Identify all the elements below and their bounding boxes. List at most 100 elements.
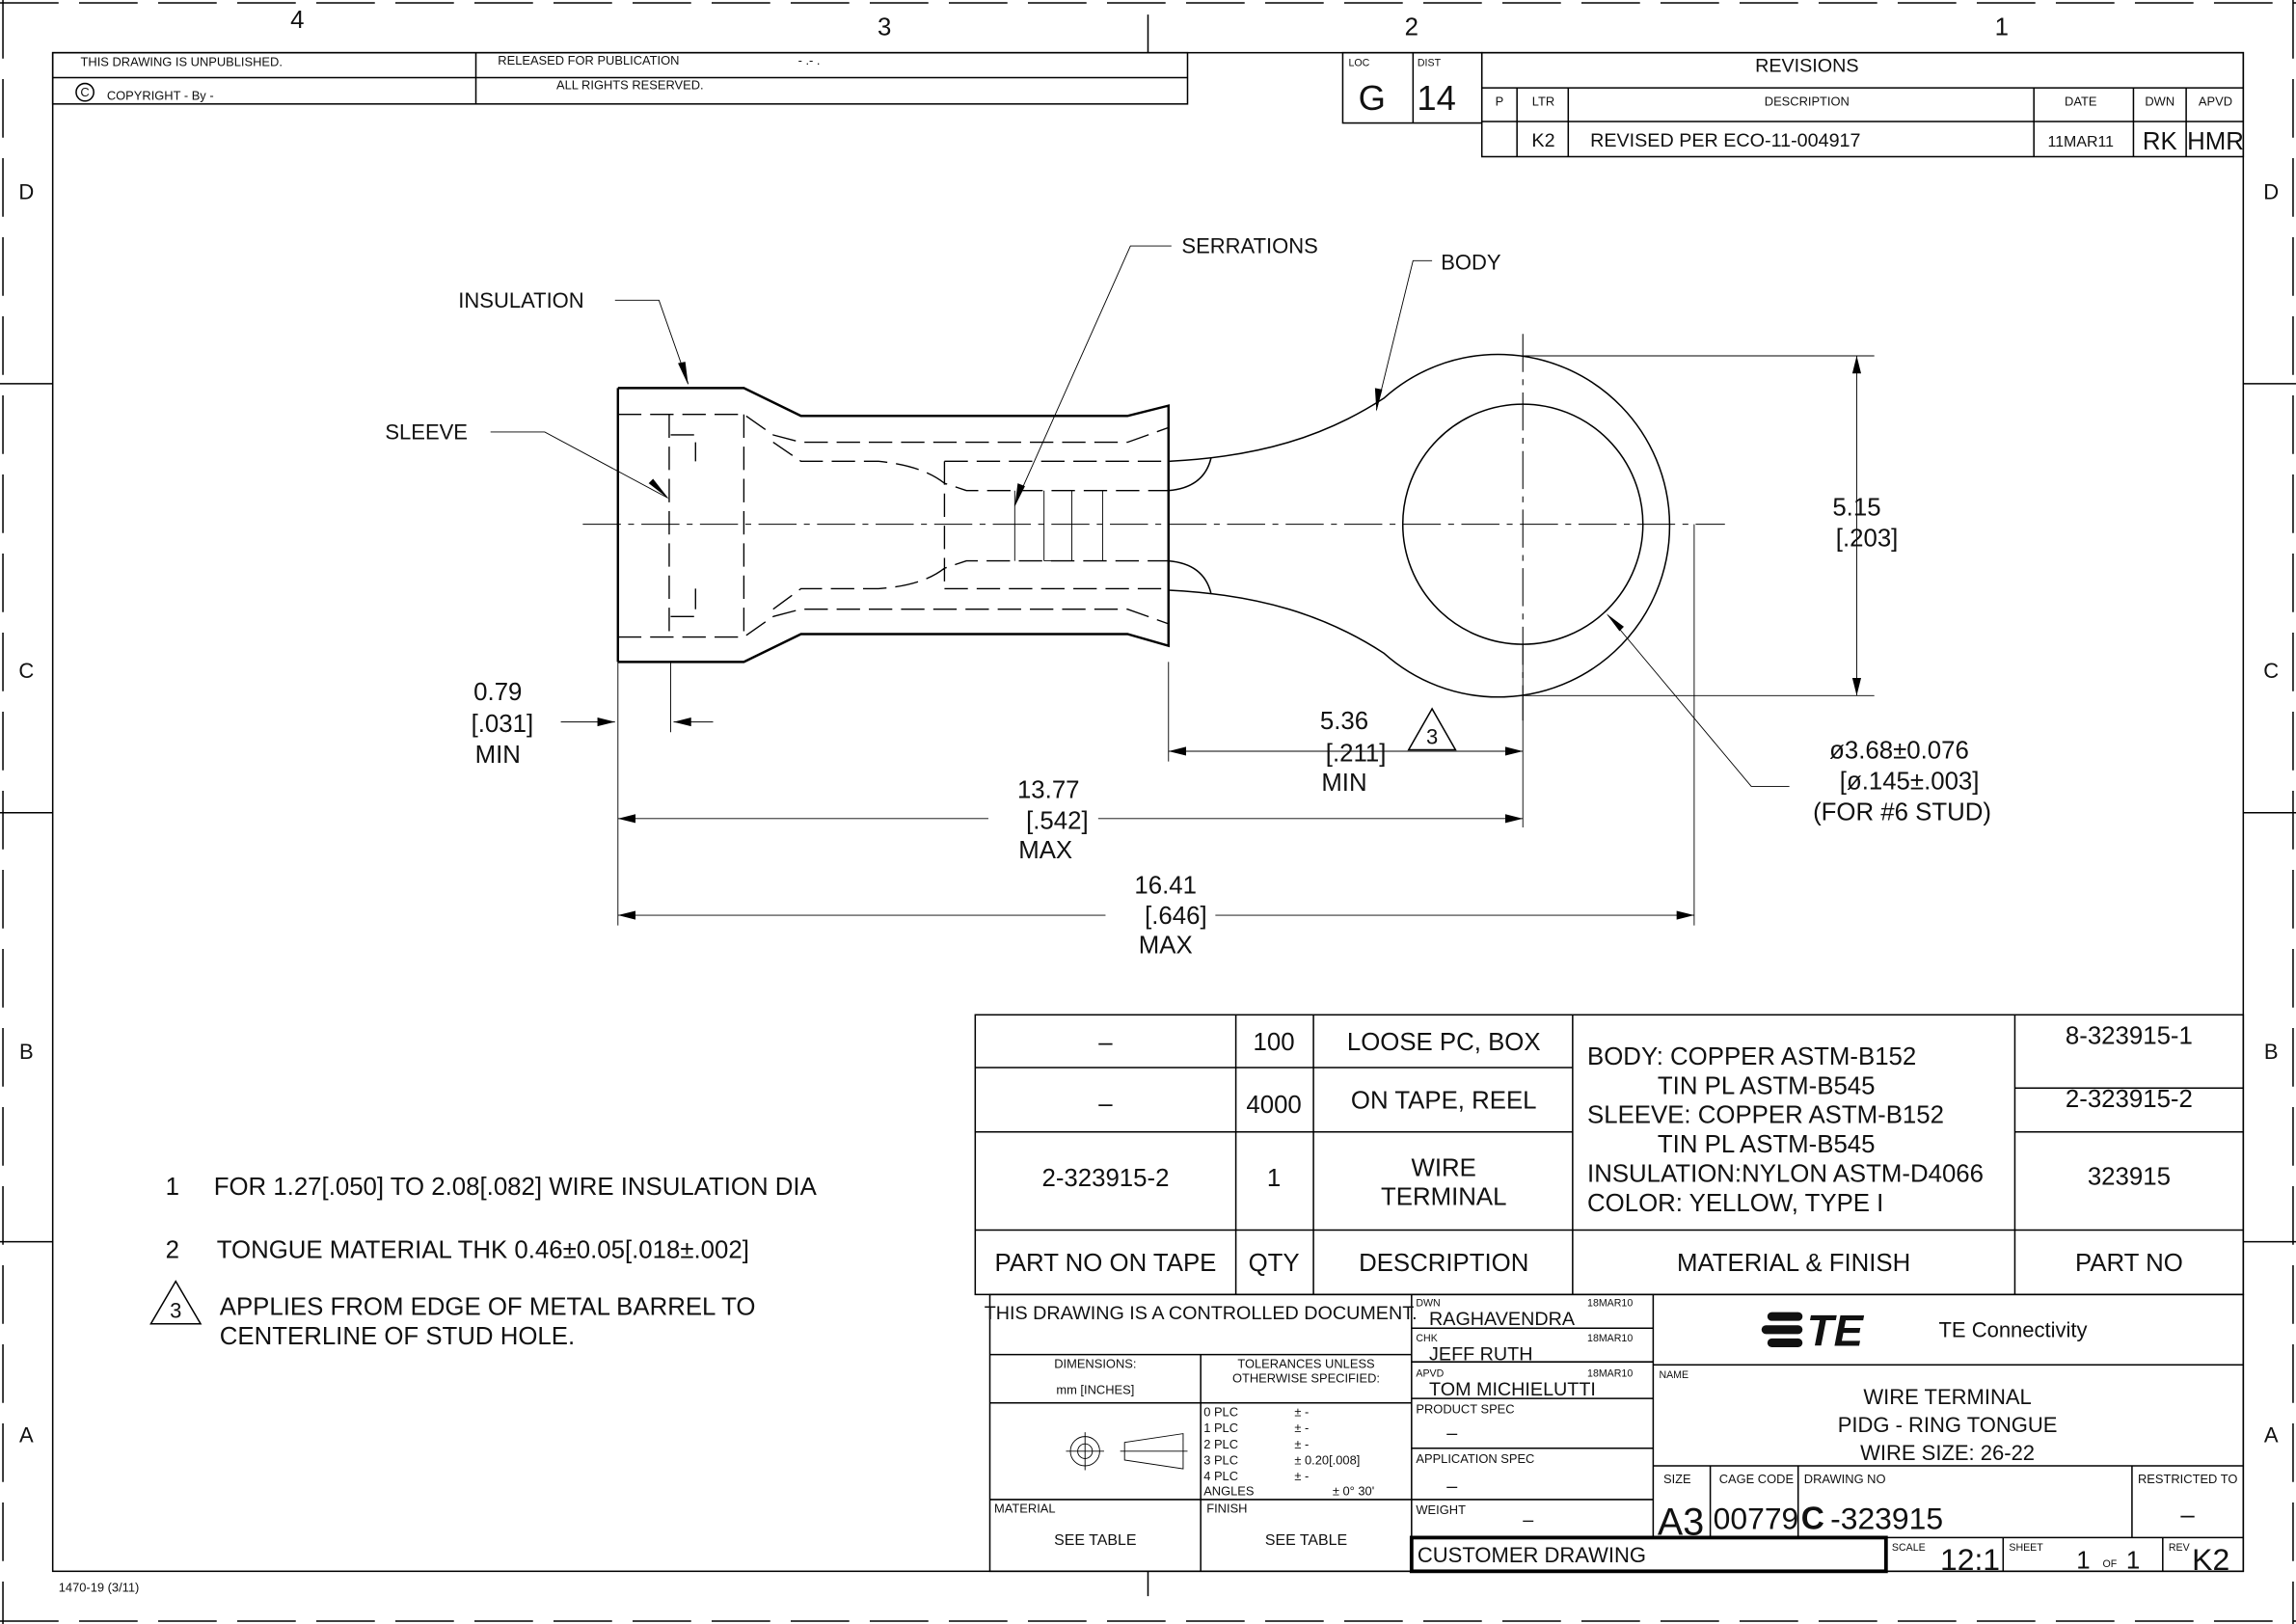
weight-label: WEIGHT [1416,1502,1466,1517]
note-1-num: 1 [166,1174,179,1201]
released-text: RELEASED FOR PUBLICATION [498,53,679,68]
header-part-no-on-tape: PART NO ON TAPE [995,1250,1217,1277]
note-2-text: TONGUE MATERIAL THK 0.46±0.05[.018±.002] [217,1236,749,1263]
sheet-total: 1 [2126,1547,2140,1574]
zone-labels: 4 3 2 1 D C B A D C B A [18,7,2279,1448]
tol-val: ± - [1294,1469,1309,1483]
cell-part: 2-323915-2 [2066,1086,2193,1113]
product-spec-value: – [1446,1423,1457,1445]
rev-header-apvd: APVD [2199,94,2232,108]
size-value: A3 [1658,1501,1704,1543]
copyright-symbol: C [80,85,89,99]
loc-dist-box: LOC G DIST 14 [1341,51,1483,124]
dim-hole-in: [ø.145±.003] [1840,768,1980,795]
zone-4: 4 [290,7,304,34]
note-1-text: FOR 1.27[.050] TO 2.08[.082] WIRE INSULA… [214,1174,818,1201]
note-3-num: 3 [170,1299,181,1323]
dwn-date: 18MAR10 [1587,1297,1633,1309]
rev-value: K2 [2192,1542,2229,1577]
dimensions-units: mm [INCHES] [1056,1383,1134,1397]
notes: 1 FOR 1.27[.050] TO 2.08[.082] WIRE INSU… [149,1174,818,1350]
zone-2: 2 [1405,14,1418,41]
header-material-finish: MATERIAL & FINISH [1677,1250,1910,1277]
te-logo-text: TE [1807,1306,1865,1355]
zone-1: 1 [1995,14,2009,41]
tol-plc: 0 PLC [1203,1404,1238,1419]
finish-label: FINISH [1206,1502,1247,1516]
angles-val: ± 0° 30' [1333,1483,1374,1498]
title-line-3: WIRE SIZE: 26-22 [1860,1441,2035,1465]
dist-value: 14 [1417,78,1456,118]
title-line-2: PIDG - RING TONGUE [1838,1413,2058,1437]
dim-079-mm: 0.79 [473,679,522,706]
tol-val: ± 0.20[.008] [1294,1452,1360,1467]
cell-qty: 1 [1267,1165,1281,1192]
sheet-number: 1 [2076,1547,2090,1574]
insulation-label: INSULATION [458,288,583,312]
tol-val: ± - [1294,1404,1309,1419]
dim-515-mm: 5.15 [1832,495,1880,522]
material-line: SLEEVE: COPPER ASTM-B152 [1587,1102,1944,1129]
unpublished-text: THIS DRAWING IS UNPUBLISHED. [81,54,283,68]
rev-header-date: DATE [2065,94,2097,108]
sheet-of: OF [2103,1558,2118,1570]
third-angle-projection-icon [1066,1432,1188,1471]
note-3-text-2: CENTERLINE OF STUD HOLE. [220,1323,575,1350]
dwn-name: RAGHAVENDRA [1429,1309,1576,1330]
publication-header: THIS DRAWING IS UNPUBLISHED. RELEASED FO… [51,51,1189,105]
dim-079-min: MIN [475,742,521,769]
loc-value: G [1359,78,1386,118]
dimensions: 0.79 [.031] MIN 5.36 [.211] MIN 3 13.77 … [472,355,1991,960]
dim-536-in: [.211] [1326,741,1387,768]
dim-536-mm: 5.36 [1320,708,1368,735]
note-2-num: 2 [166,1236,179,1263]
tolerances-label-2: OTHERWISE SPECIFIED: [1232,1370,1380,1385]
zone-c-right: C [2263,659,2279,683]
header-part-no: PART NO [2075,1250,2183,1277]
dim-1641-in: [.646] [1145,903,1207,930]
dwn-label: DWN [1416,1297,1440,1309]
material-label: MATERIAL [994,1502,1056,1516]
cell-qty: 100 [1254,1029,1295,1056]
tol-val: ± - [1294,1421,1309,1435]
zone-3: 3 [878,14,891,41]
apvd-date: 18MAR10 [1587,1367,1633,1379]
customer-drawing-label: CUSTOMER DRAWING [1418,1543,1646,1567]
controlled-document-text: THIS DRAWING IS A CONTROLLED DOCUMENT. [985,1303,1418,1324]
restricted-label: RESTRICTED TO [2138,1472,2237,1486]
rights-text: ALL RIGHTS RESERVED. [556,78,704,93]
cell-desc-2: TERMINAL [1381,1184,1506,1211]
rev-label: REV [2169,1542,2191,1554]
application-spec-value: – [1446,1475,1457,1497]
serrations-label: SERRATIONS [1181,234,1317,258]
material-line: COLOR: YELLOW, TYPE I [1587,1190,1883,1217]
apvd-name: TOM MICHIELUTTI [1429,1379,1596,1400]
sleeve-label: SLEEVE [385,420,468,445]
finish-value: SEE TABLE [1265,1532,1347,1549]
rev-dwn: RK [2143,128,2177,155]
cell-tape: 2-323915-2 [1041,1165,1169,1192]
dim-536-min: MIN [1321,770,1366,797]
apvd-label: APVD [1416,1367,1444,1379]
zone-d-left: D [18,180,34,204]
tol-plc: 2 PLC [1203,1437,1238,1451]
tol-plc: 3 PLC [1203,1452,1238,1467]
header-description: DESCRIPTION [1359,1250,1528,1277]
copyright-text: COPYRIGHT - By - [107,88,214,102]
cell-part: 8-323915-1 [2066,1023,2193,1050]
cell-qty: 4000 [1246,1092,1301,1119]
zone-a-left: A [19,1423,34,1448]
material-line: TIN PL ASTM-B545 [1658,1131,1876,1158]
material-line: BODY: COPPER ASTM-B152 [1587,1043,1916,1070]
dim-1641-max: MAX [1139,933,1193,960]
te-logo: TE [1761,1306,1865,1355]
revision-row: K2 REVISED PER ECO-11-004917 11MAR11 RK … [1531,128,2243,155]
note-3-text: APPLIES FROM EDGE OF METAL BARREL TO [220,1294,756,1321]
rev-header-description: DESCRIPTION [1765,94,1850,108]
note-3-flag-icon [1407,707,1457,751]
rev-date: 11MAR11 [2048,134,2115,150]
rev-header-ltr: LTR [1532,94,1554,108]
dim-1377-in: [.542] [1026,807,1089,834]
loc-label: LOC [1349,57,1370,68]
body-label: BODY [1441,250,1501,274]
